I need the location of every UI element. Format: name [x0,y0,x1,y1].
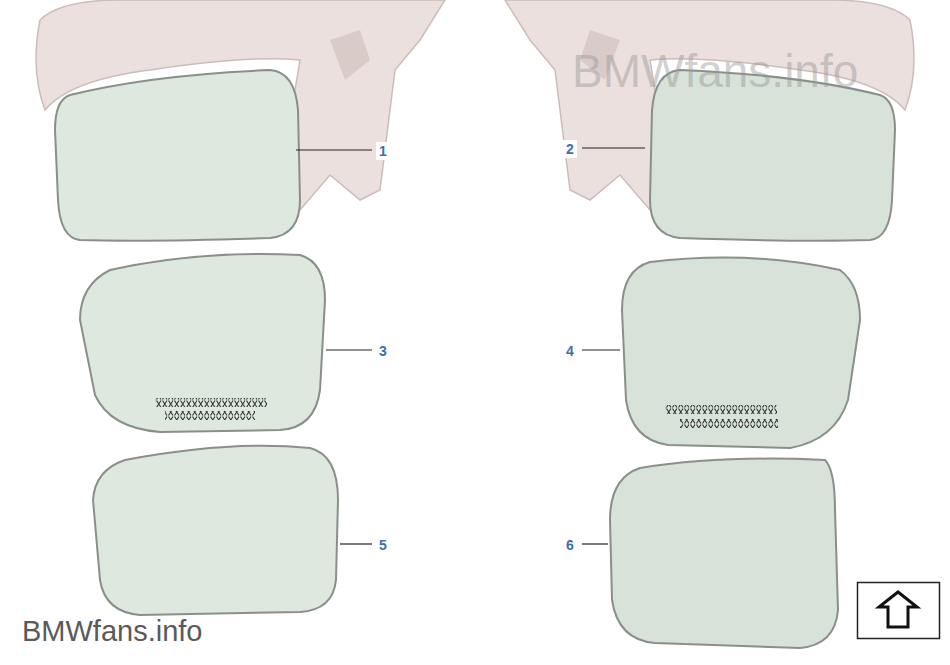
left-mirror [36,0,445,615]
watermark: BMWfans.info [572,48,858,94]
callout-number: 1 [376,142,390,160]
orientation-icon [858,583,940,639]
callout-number: 5 [376,536,390,554]
right-mirror [505,0,914,648]
callout-number: 6 [563,536,577,554]
callout-number: 3 [376,342,390,360]
callout-number: 4 [563,342,577,360]
callout-number: 2 [563,140,577,158]
leader-lines [296,148,645,544]
watermark: BMWfans.info [22,617,203,646]
